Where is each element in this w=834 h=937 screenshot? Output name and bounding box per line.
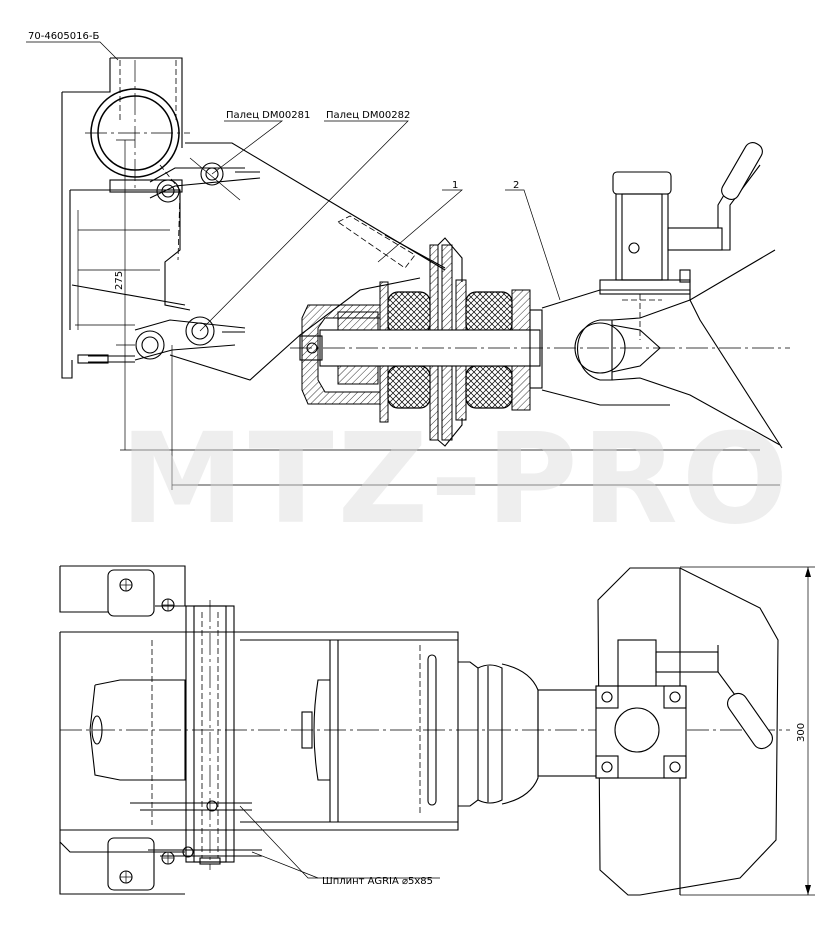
rubber-block-bottom-left bbox=[387, 365, 431, 409]
tractor-frame-bracket bbox=[61, 57, 191, 379]
pin2-label: Палец DM00282 bbox=[326, 110, 410, 121]
pin-callouts: Палец DM00281 Палец DM00282 bbox=[199, 110, 410, 332]
callouts-1-2: 1 2 bbox=[377, 180, 561, 301]
latch-housing-top bbox=[612, 171, 672, 195]
dimension-275-label: 275 bbox=[114, 271, 125, 290]
rubber-block-top-left bbox=[387, 291, 431, 335]
dimension-300-label: 300 bbox=[796, 723, 807, 742]
plan-jaw-plate bbox=[597, 567, 779, 896]
rubber-block-bottom-right bbox=[465, 365, 513, 409]
plan-pin-housing bbox=[595, 685, 687, 779]
rubber-block-top-right bbox=[465, 291, 513, 335]
coupling-head bbox=[541, 142, 783, 449]
side-view: 70-4605016-Б bbox=[26, 31, 792, 552]
damper-assembly bbox=[290, 237, 790, 447]
watermark: MTZ-PRO bbox=[120, 407, 792, 552]
pin1-label: Палец DM00281 bbox=[226, 110, 310, 121]
pin-dm00281 bbox=[149, 157, 261, 203]
plan-clevis bbox=[180, 600, 240, 870]
handle-grip bbox=[721, 142, 763, 200]
plan-frame-body bbox=[234, 631, 459, 831]
callout-1-label: 1 bbox=[452, 180, 458, 191]
part-number-callout: 70-4605016-Б bbox=[26, 31, 119, 61]
cotter-label: Шплинт AGRIA ⌀5x85 bbox=[322, 876, 433, 887]
plan-coupling-head bbox=[595, 567, 779, 896]
pin-dm00282 bbox=[88, 316, 246, 363]
dimension-300: 300 bbox=[680, 566, 815, 896]
plan-handle-grip bbox=[727, 692, 773, 750]
dimension-275: 275 bbox=[114, 139, 780, 490]
plan-view: 300 Шплинт AGRIA ⌀5x85 bbox=[59, 565, 815, 896]
callout-2-label: 2 bbox=[513, 180, 519, 191]
part-number-label: 70-4605016-Б bbox=[28, 31, 99, 42]
cotter-pins: Шплинт AGRIA ⌀5x85 bbox=[130, 800, 440, 887]
plan-frame-bracket bbox=[59, 565, 186, 895]
